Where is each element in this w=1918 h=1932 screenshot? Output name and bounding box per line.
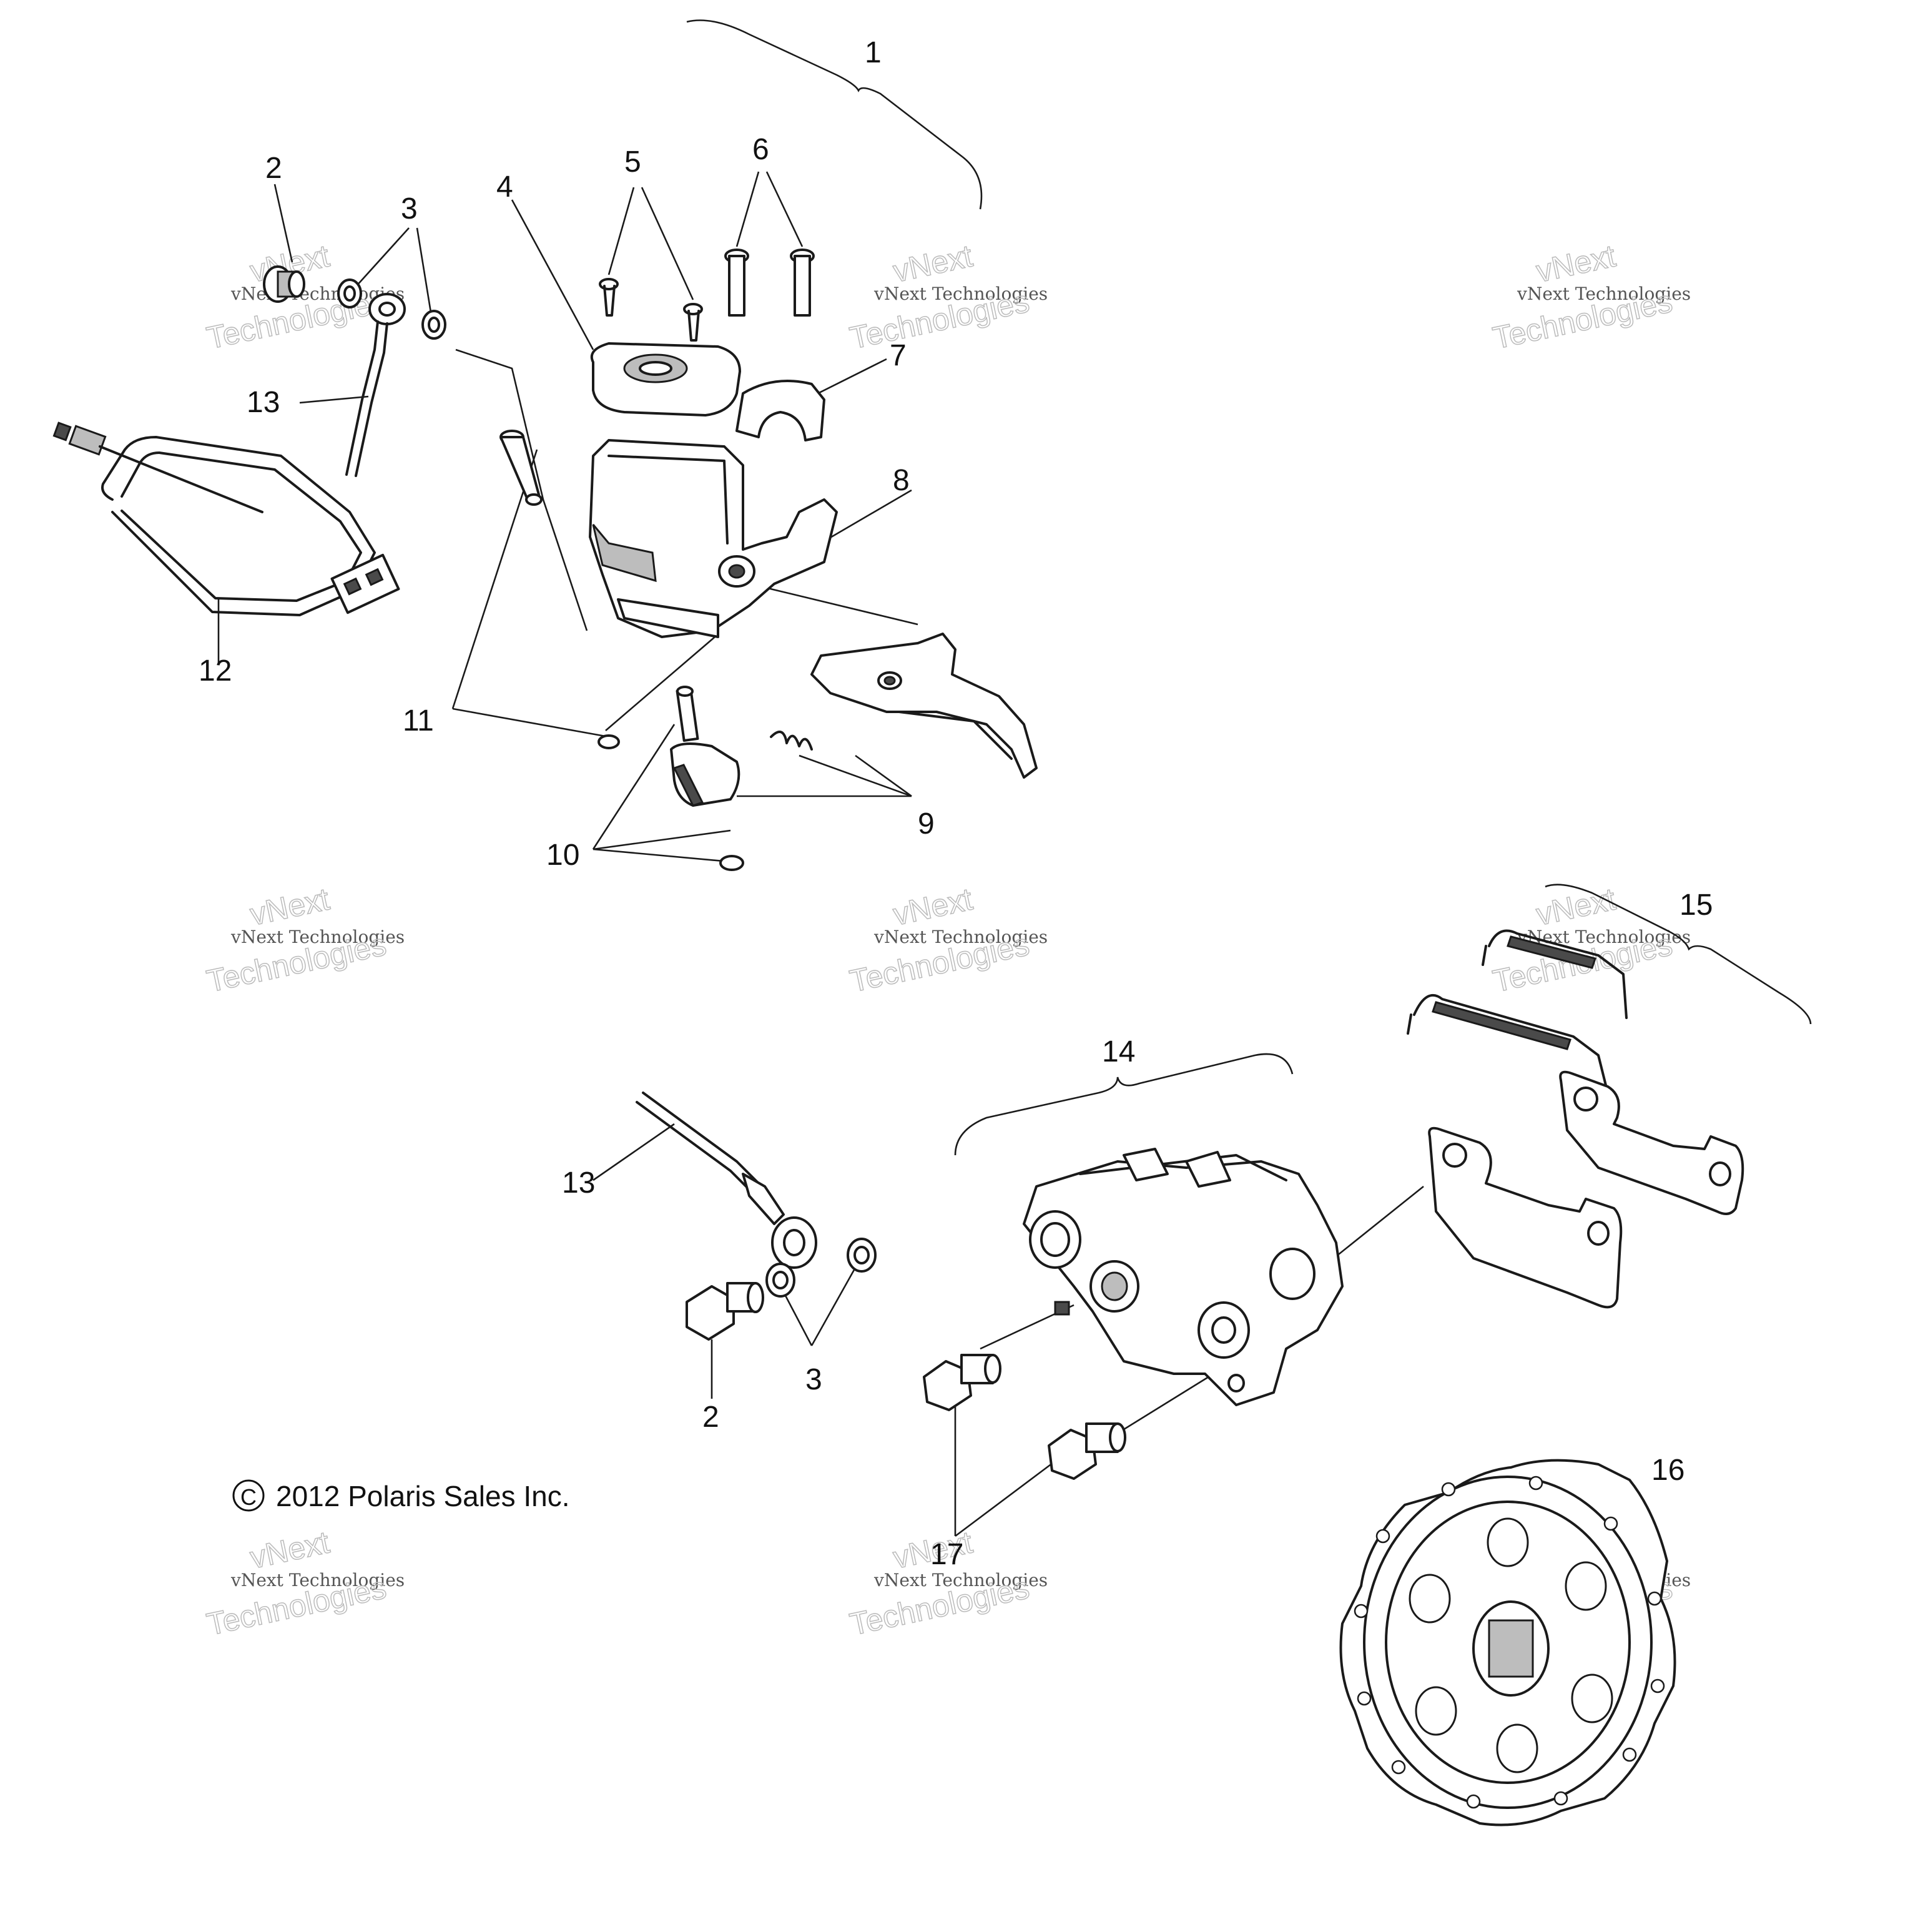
bracket-assembly-15 — [1545, 884, 1812, 1025]
callout-10: 10 — [546, 839, 579, 872]
leader-lines — [217, 171, 1637, 1574]
watermark-vnext: vNext — [247, 882, 333, 932]
brake-switch-harness — [52, 421, 400, 616]
brake-lever — [810, 633, 1038, 779]
callout-2-bottom: 2 — [702, 1401, 719, 1434]
lever-spring — [770, 731, 813, 751]
watermark-text: vNext Technologies — [1517, 283, 1691, 304]
watermark-text: vNext Technologies — [873, 1570, 1048, 1590]
brake-pad-front — [1428, 1126, 1623, 1309]
e-clip-lower — [719, 855, 744, 871]
brake-hose-top — [345, 293, 406, 477]
callout-12: 12 — [199, 654, 232, 688]
e-clip-upper — [598, 734, 620, 749]
handlebar-clamp — [735, 380, 825, 441]
watermarks: vNext vNext Technologies Technologies vN… — [204, 238, 1691, 1643]
callout-5: 5 — [624, 145, 641, 179]
actuator-assembly — [670, 686, 740, 807]
watermark-vnext: vNext — [890, 239, 976, 289]
watermark-vnext: vNext — [1533, 882, 1619, 932]
callout-2: 2 — [265, 152, 282, 185]
watermark-text: vNext Technologies — [873, 927, 1048, 947]
brake-disc — [1339, 1459, 1676, 1826]
brake-caliper — [1023, 1148, 1344, 1406]
watermark-vnext: vNext — [1533, 239, 1619, 289]
callout-9: 9 — [918, 807, 935, 840]
brake-hose-bottom — [636, 1092, 817, 1269]
copyright-symbol: C — [240, 1484, 257, 1510]
watermark-vnext: vNext — [890, 882, 976, 932]
callout-13-top: 13 — [247, 386, 280, 419]
reservoir-cap — [590, 342, 741, 416]
brake-pad-rear — [1559, 1070, 1744, 1215]
callout-3-bottom: 3 — [805, 1363, 822, 1396]
caliper-bolt-2 — [1048, 1422, 1126, 1480]
bracket-assembly-14 — [954, 1053, 1294, 1156]
watermark-text: vNext Technologies — [230, 927, 405, 947]
callout-4: 4 — [496, 170, 513, 204]
clamp-bolts — [724, 249, 815, 317]
callout-15: 15 — [1679, 889, 1713, 922]
banjo-bolt-bottom — [686, 1282, 764, 1341]
watermark-text: vNext Technologies — [230, 1570, 405, 1590]
callout-17: 17 — [930, 1538, 963, 1571]
callout-14: 14 — [1102, 1035, 1135, 1068]
callout-1: 1 — [865, 36, 882, 69]
pivot-pin — [499, 430, 543, 506]
callout-numbers: 1 2 3 4 5 6 7 8 9 10 11 12 13 13 14 15 1… — [199, 36, 1713, 1571]
watermark-vnext: vNext — [247, 1525, 333, 1575]
copyright-text: 2012 Polaris Sales Inc. — [276, 1480, 570, 1512]
callout-7: 7 — [890, 339, 907, 372]
callout-3: 3 — [401, 192, 418, 225]
master-cylinder-body — [589, 439, 838, 638]
callout-13-bottom: 13 — [562, 1166, 595, 1200]
copyright-notice: C 2012 Polaris Sales Inc. — [232, 1479, 570, 1512]
callout-6: 6 — [752, 133, 769, 166]
bracket-assembly-1 — [686, 19, 983, 210]
callout-11: 11 — [403, 704, 434, 737]
watermark-text: vNext Technologies — [873, 283, 1048, 304]
banjo-bolt-top — [263, 265, 305, 303]
cap-screws — [599, 278, 703, 342]
watermark-text: vNext Technologies — [1517, 927, 1691, 947]
callout-16: 16 — [1651, 1454, 1684, 1487]
callout-8: 8 — [893, 464, 910, 497]
caliper-bolt-1 — [923, 1354, 1001, 1411]
copyright-circle — [232, 1479, 265, 1512]
pad-springs — [1407, 929, 1628, 1106]
